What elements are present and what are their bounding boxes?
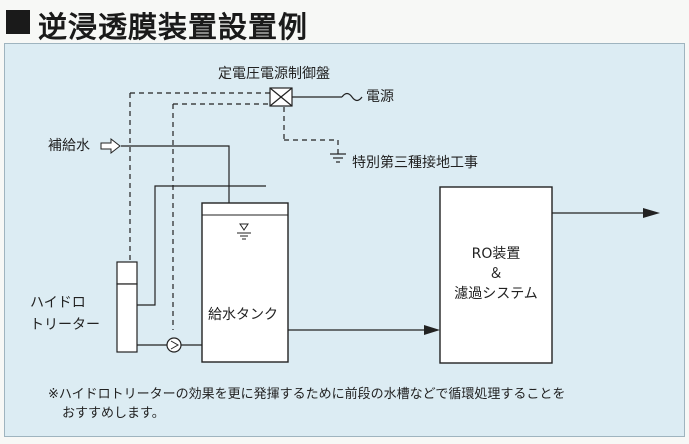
ac-power-icon — [341, 92, 363, 102]
ro-label-line-1: RO装置 — [471, 246, 521, 262]
ro-label-line-3: 濾過システム — [454, 286, 538, 302]
ground-icon — [330, 153, 346, 163]
page-title: 逆浸透膜装置設置例 — [38, 10, 309, 44]
feed-tank-label: 給水タンク — [208, 307, 278, 323]
note-line-1: ※ハイドロトリーターの効果を更に発揮するために前段の水槽などで循環処理することを — [48, 387, 566, 402]
note-line-2: おすすめします。 — [62, 406, 165, 421]
ro-label-line-2: ＆ — [489, 266, 503, 282]
feed-water-arrow-icon — [100, 137, 121, 155]
feed-water-label: 補給水 — [48, 138, 90, 154]
hydrotreater-label-2: トリーター — [30, 317, 100, 333]
control-panel-label: 定電圧電源制御盤 — [218, 66, 330, 82]
pump-icon — [166, 337, 182, 353]
control-panel-icon — [269, 87, 293, 107]
feed-tank — [201, 202, 289, 363]
hydrotreater-head — [116, 261, 138, 285]
ro-unit-label: RO装置 ＆ 濾過システム — [440, 244, 552, 304]
hydrotreater-label-1: ハイドロ — [30, 295, 86, 311]
arrow-to-ro-icon — [424, 325, 440, 335]
return-pipe — [137, 185, 266, 306]
diagram-panel — [4, 43, 685, 437]
water-level-icon — [237, 223, 251, 240]
hydrotreater-body — [116, 283, 138, 353]
title-square-icon — [6, 10, 30, 34]
ro-unit — [439, 186, 553, 364]
ground-label: 特別第三種接地工事 — [352, 155, 478, 171]
output-arrow-icon — [643, 208, 660, 218]
power-label: 電源 — [366, 89, 394, 105]
